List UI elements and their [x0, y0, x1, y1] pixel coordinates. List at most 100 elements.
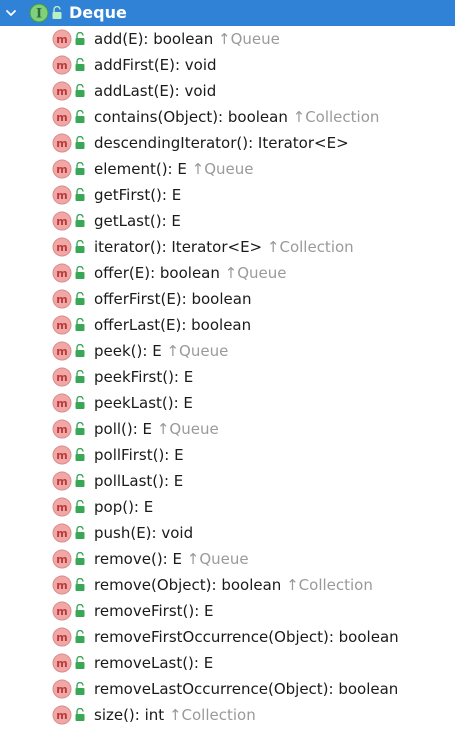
svg-text:m: m — [56, 605, 67, 618]
tree-node-method[interactable]: m poll(): E ↑Queue — [0, 416, 455, 442]
tree-node-method[interactable]: m pop(): E — [0, 494, 455, 520]
method-icon: m — [52, 601, 72, 621]
method-signature: peek(): E — [94, 342, 162, 360]
inherited-from: ↑Queue — [191, 160, 254, 178]
chevron-down-icon[interactable] — [4, 6, 18, 20]
lock-open-icon — [75, 552, 85, 565]
method-signature: size(): int — [94, 706, 165, 724]
tree-node-method[interactable]: m element(): E ↑Queue — [0, 156, 455, 182]
lock-open-icon — [75, 396, 85, 409]
method-signature: getFirst(): E — [94, 186, 182, 204]
svg-text:m: m — [56, 111, 67, 124]
method-label: iterator(): Iterator<E> ↑Collection — [94, 237, 354, 257]
tree-node-method[interactable]: m offer(E): boolean ↑Queue — [0, 260, 455, 286]
tree-node-method[interactable]: m remove(): E ↑Queue — [0, 546, 455, 572]
tree-node-method[interactable]: m descendingIterator(): Iterator<E> — [0, 130, 455, 156]
tree-node-method[interactable]: m size(): int ↑Collection — [0, 702, 455, 728]
lock-open-icon — [75, 500, 85, 513]
method-icon: m — [52, 237, 72, 257]
method-icon: m — [52, 29, 72, 49]
lock-open-icon — [75, 682, 85, 695]
svg-text:m: m — [56, 631, 67, 644]
method-label: offer(E): boolean ↑Queue — [94, 263, 287, 283]
tree-node-method[interactable]: m getFirst(): E — [0, 182, 455, 208]
method-signature: iterator(): Iterator<E> — [94, 238, 263, 256]
svg-text:m: m — [56, 657, 67, 670]
method-icon: m — [52, 289, 72, 309]
method-label: pop(): E — [94, 497, 153, 517]
svg-text:m: m — [56, 527, 67, 540]
method-signature: pollFirst(): E — [94, 446, 184, 464]
svg-text:m: m — [56, 293, 67, 306]
inherited-from: ↑Collection — [292, 108, 380, 126]
method-label: removeLastOccurrence(Object): boolean — [94, 679, 398, 699]
method-label: peekFirst(): E — [94, 367, 193, 387]
svg-text:m: m — [56, 475, 67, 488]
lock-open-icon — [75, 344, 85, 357]
method-label: poll(): E ↑Queue — [94, 419, 219, 439]
tree-node-method[interactable]: m pollLast(): E — [0, 468, 455, 494]
method-signature: addLast(E): void — [94, 82, 217, 100]
tree-node-method[interactable]: m peekFirst(): E — [0, 364, 455, 390]
tree-node-deque[interactable]: I Deque — [0, 0, 455, 26]
method-icon: m — [52, 211, 72, 231]
method-label: size(): int ↑Collection — [94, 705, 256, 725]
lock-open-icon — [75, 292, 85, 305]
method-signature: descendingIterator(): Iterator<E> — [94, 134, 349, 152]
method-icon: m — [52, 185, 72, 205]
method-icon: m — [52, 315, 72, 335]
svg-text:m: m — [56, 423, 67, 436]
tree-node-method[interactable]: m contains(Object): boolean ↑Collection — [0, 104, 455, 130]
method-icon: m — [52, 341, 72, 361]
method-label: pollLast(): E — [94, 471, 183, 491]
svg-text:m: m — [56, 85, 67, 98]
tree-node-method[interactable]: m addLast(E): void — [0, 78, 455, 104]
inherited-from: ↑Collection — [168, 706, 256, 724]
method-signature: peekFirst(): E — [94, 368, 194, 386]
tree-node-method[interactable]: m peekLast(): E — [0, 390, 455, 416]
method-label: element(): E ↑Queue — [94, 159, 254, 179]
lock-open-icon — [75, 630, 85, 643]
svg-text:m: m — [56, 267, 67, 280]
lock-open-icon — [75, 32, 85, 45]
method-icon: m — [52, 471, 72, 491]
method-signature: pop(): E — [94, 498, 154, 516]
method-label: peekLast(): E — [94, 393, 193, 413]
lock-open-icon — [75, 370, 85, 383]
svg-text:m: m — [56, 137, 67, 150]
tree-node-method[interactable]: m iterator(): Iterator<E> ↑Collection — [0, 234, 455, 260]
method-icon: m — [52, 653, 72, 673]
method-label: contains(Object): boolean ↑Collection — [94, 107, 379, 127]
lock-open-icon — [75, 110, 85, 123]
method-icon: m — [52, 575, 72, 595]
method-icon: m — [52, 367, 72, 387]
method-icon: m — [52, 393, 72, 413]
svg-text:m: m — [56, 33, 67, 46]
svg-text:m: m — [56, 163, 67, 176]
method-label: remove(): E ↑Queue — [94, 549, 249, 569]
svg-text:m: m — [56, 553, 67, 566]
method-signature: poll(): E — [94, 420, 153, 438]
inherited-from: ↑Collection — [286, 576, 373, 594]
method-signature: removeFirst(): E — [94, 602, 214, 620]
svg-text:m: m — [56, 709, 67, 722]
lock-open-icon — [52, 6, 62, 19]
method-icon: m — [52, 497, 72, 517]
tree-node-method[interactable]: m removeFirst(): E — [0, 598, 455, 624]
lock-open-icon — [75, 240, 85, 253]
lock-open-icon — [75, 448, 85, 461]
